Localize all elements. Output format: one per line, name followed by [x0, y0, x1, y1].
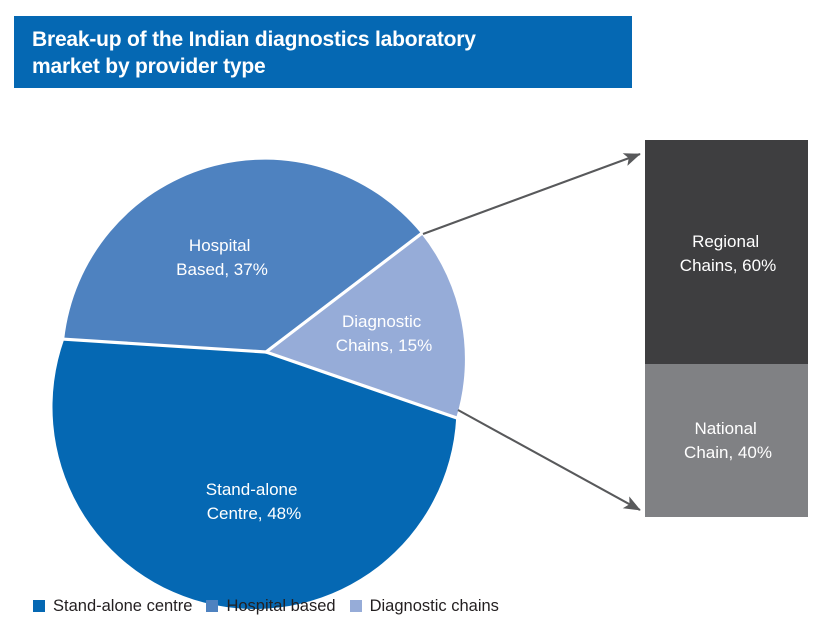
bar-label-national-chain: National Chain, 40% — [684, 419, 772, 462]
pie-label-stand-alone-centre: Stand-alone Centre, 48% — [206, 480, 302, 523]
pie-slice-dividers — [62, 232, 458, 420]
connector-arrow-bottom — [457, 409, 641, 511]
legend-label-diagnostic-chains: Diagnostic chains — [369, 596, 499, 615]
breakout-stacked-bar: Regional Chains, 60% National Chain, 40% — [645, 140, 808, 517]
legend-swatch-icon-hospital-based — [206, 600, 219, 612]
bar-label-regional-chains: Regional Chains, 60% — [680, 232, 776, 275]
pie-chart: Hospital Based, 37% Diagnostic Chains, 1… — [52, 159, 465, 609]
page-title-line-1: Break-up of the Indian diagnostics labor… — [32, 28, 476, 51]
legend-label-hospital-based: Hospital based — [226, 596, 336, 615]
pie-slice-stand-alone-centre[interactable] — [52, 339, 457, 609]
pie-slice-hospital-based[interactable] — [64, 159, 422, 352]
bar-segment-national-chain[interactable] — [645, 364, 808, 517]
breakout-connectors — [422, 153, 641, 511]
pie-label-diagnostic-chains: Diagnostic Chains, 15% — [336, 312, 432, 355]
connector-arrow-top — [422, 153, 641, 235]
page-title-line-2: market by provider type — [32, 55, 266, 78]
legend-item-hospital-based[interactable]: Hospital based — [206, 596, 336, 616]
pie-slice-diagnostic-chains[interactable] — [266, 233, 465, 418]
legend-swatch-icon-diagnostic-chains — [349, 600, 362, 612]
legend-item-stand-alone-centre[interactable]: Stand-alone centre — [33, 597, 192, 616]
legend-label-stand-alone-centre: Stand-alone centre — [53, 596, 193, 615]
pie-label-hospital-based: Hospital Based, 37% — [176, 236, 268, 279]
chart-title-banner: Break-up of the Indian diagnostics labor… — [14, 16, 632, 88]
legend-swatch-icon-stand-alone-centre — [33, 600, 45, 612]
chart-legend: Stand-alone centre Hospital based Diagno… — [33, 596, 513, 616]
bar-segment-regional-chains[interactable] — [645, 140, 808, 364]
legend-item-diagnostic-chains[interactable]: Diagnostic chains — [349, 596, 499, 616]
